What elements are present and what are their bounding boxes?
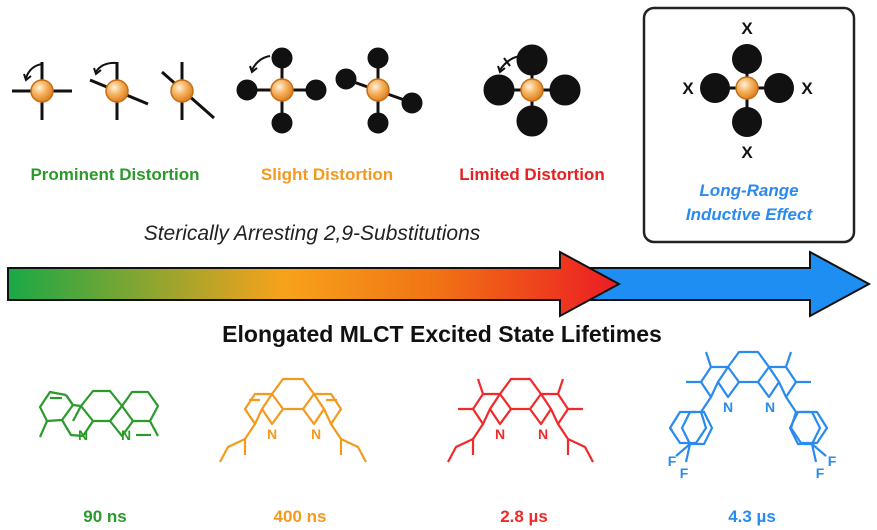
nitrogen-atom: N [311, 426, 321, 442]
metal-center-icon [89, 61, 149, 120]
x-substituent-bottom: X [741, 143, 753, 162]
cyclohexyl-rings-blue [675, 410, 827, 463]
box-title-line1: Long-Range [699, 181, 798, 200]
x-substituent-top: X [741, 19, 753, 38]
lifetime-label-blue: 4.3 µs [728, 507, 776, 526]
fluorine-atom: F [668, 453, 677, 469]
fluorine-atom: F [680, 465, 689, 481]
lifetime-label-orange: 400 ns [274, 507, 327, 526]
nitrogen-atom: N [78, 427, 88, 443]
fluorine-atom: F [828, 453, 837, 469]
compound-structure-blue [670, 350, 827, 445]
inductive-effect-box: X X X X Long-Range Inductive Effect [642, 6, 856, 244]
gradient-arrow [7, 250, 622, 318]
x-substituent-right: X [801, 79, 813, 98]
compound-structure-green [38, 389, 160, 438]
substituted-metal-center-icon [335, 47, 423, 134]
slight-distortion-icons [236, 47, 423, 134]
prominent-distortion-label: Prominent Distortion [30, 165, 199, 184]
progression-arrows [7, 250, 872, 318]
x-substituent-left: X [682, 79, 694, 98]
blue-arrow [574, 250, 872, 318]
nitrogen-atom: N [765, 399, 775, 415]
substituted-metal-center-icon [236, 47, 327, 134]
nitrogen-atom: N [121, 427, 131, 443]
fluorine-atom: F [816, 465, 825, 481]
prominent-distortion-icons [12, 61, 215, 120]
lifetime-caption: Elongated MLCT Excited State Lifetimes [222, 321, 662, 347]
lifetime-label-red: 2.8 µs [500, 507, 548, 526]
metal-center-icon [12, 62, 72, 120]
compound-structure-orange [219, 377, 367, 463]
nitrogen-atom: N [723, 399, 733, 415]
slight-distortion-label: Slight Distortion [261, 165, 393, 184]
box-title-line2: Inductive Effect [686, 205, 814, 224]
metal-center-icon [161, 62, 215, 120]
steric-caption: Sterically Arresting 2,9-Substitutions [144, 222, 481, 245]
nitrogen-atom: N [495, 426, 505, 442]
lifetime-label-green: 90 ns [83, 507, 126, 526]
limited-distortion-label: Limited Distortion [459, 165, 604, 184]
limited-distortion-icon [483, 44, 581, 137]
nitrogen-atom: N [538, 426, 548, 442]
nitrogen-atom: N [267, 426, 277, 442]
compound-structure-red [447, 377, 594, 463]
